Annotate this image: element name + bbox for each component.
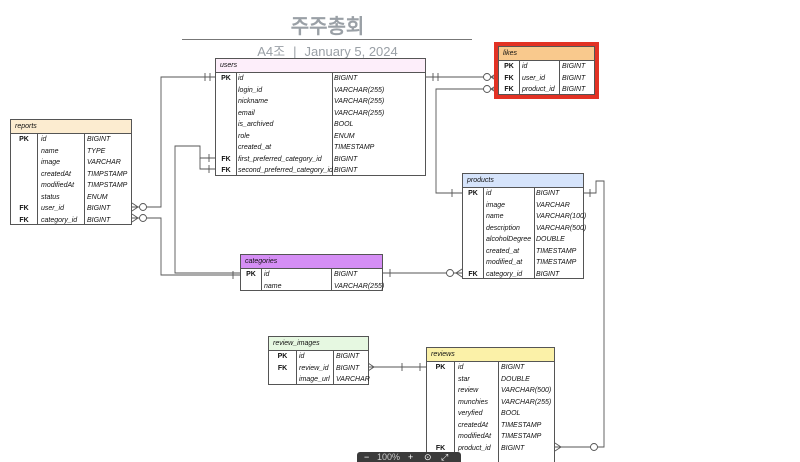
entity-products-name: products xyxy=(467,177,494,184)
zoom-reset-icon[interactable]: ⊙ xyxy=(424,452,432,462)
entity-reports-name: reports xyxy=(15,123,37,130)
entity-categories-name: categories xyxy=(245,258,278,265)
expand-icon[interactable]: ⤢ xyxy=(441,452,449,462)
zoom-out-button[interactable]: − xyxy=(364,452,370,462)
entity-users-header: users xyxy=(216,59,425,73)
zoom-in-button[interactable]: + xyxy=(408,452,414,462)
entity-reports-header: reports xyxy=(11,120,131,134)
zoom-level: 100% xyxy=(377,452,401,462)
entity-products-header: products xyxy=(463,174,583,188)
team-name: A4조 xyxy=(257,44,286,59)
diagram-subtitle: A4조 | January 5, 2024 xyxy=(0,41,655,60)
likes-highlight-box xyxy=(494,42,599,99)
subtitle-separator: | xyxy=(293,44,297,59)
entity-categories-header: categories xyxy=(241,255,382,269)
diagram-date: January 5, 2024 xyxy=(304,44,398,59)
entity-reviews-name: reviews xyxy=(431,351,455,358)
zoom-toolbar: − 100% + ⊙ ⤢ xyxy=(357,452,461,462)
entity-likes-header: likes xyxy=(499,47,594,61)
entity-reviews-header: reviews xyxy=(427,348,554,362)
title-divider xyxy=(182,39,472,40)
entity-likes-name: likes xyxy=(503,50,518,57)
diagram-title: 주주총회 xyxy=(290,14,365,38)
entity-users-name: users xyxy=(220,62,238,69)
entity-review-images-name: review_images xyxy=(273,340,320,347)
entity-review-images-header: review_images xyxy=(269,337,368,351)
